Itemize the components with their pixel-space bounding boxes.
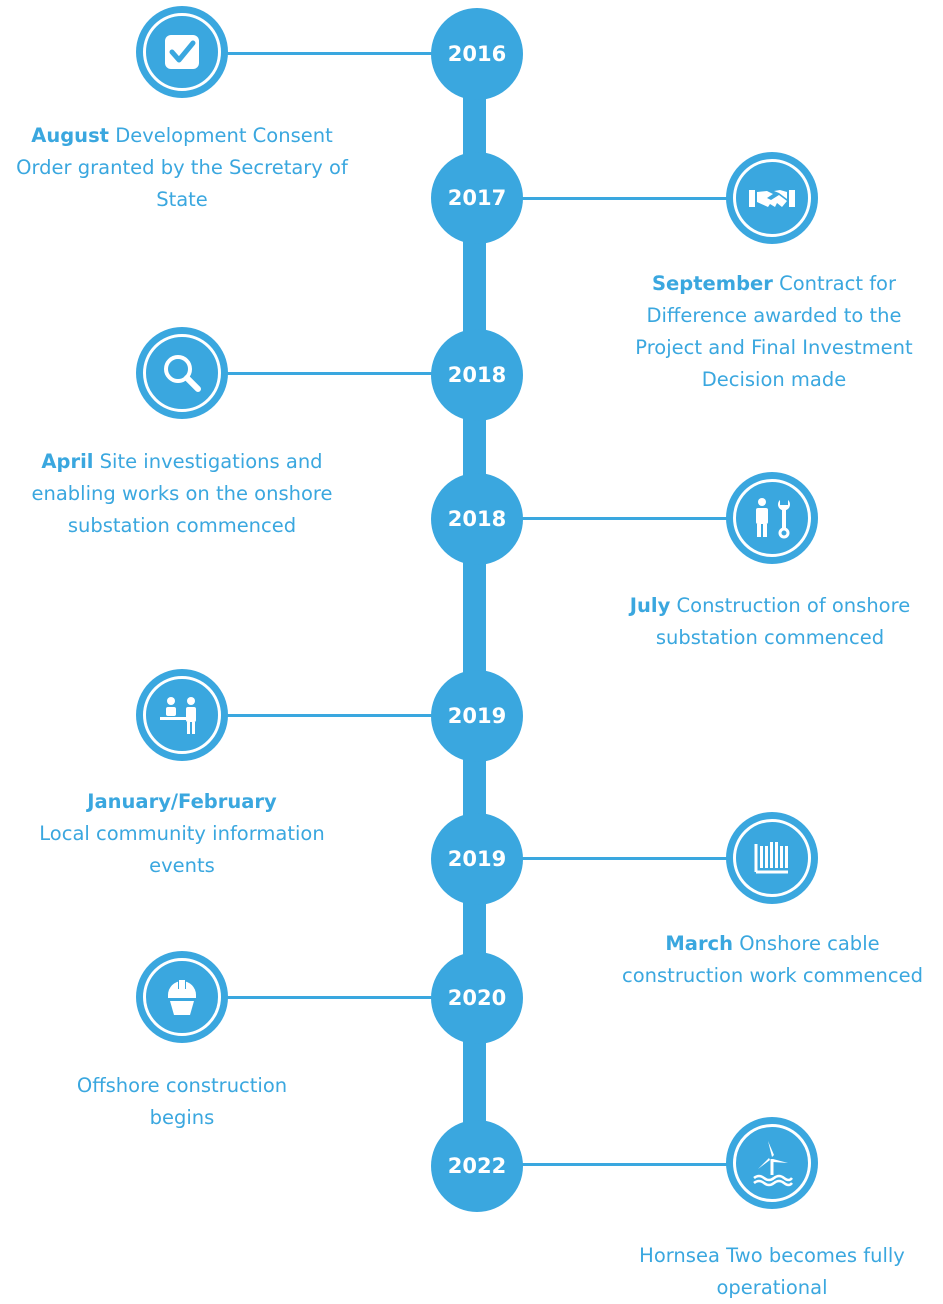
caption-2022: Hornsea Two becomes fully operational <box>622 1240 922 1304</box>
year-circle-2022: 2022 <box>431 1120 523 1212</box>
caption-2017: September Contract for Difference awarde… <box>612 268 936 396</box>
connector-2018a <box>182 372 462 375</box>
caption-2016-text: Development Consent Order granted by the… <box>16 124 348 211</box>
caption-2018-july: July Construction of onshore substation … <box>600 590 940 654</box>
year-circle-2020: 2020 <box>431 952 523 1044</box>
checkbox-icon <box>136 6 228 98</box>
connector-2019a <box>182 714 462 717</box>
connector-2016 <box>182 52 462 55</box>
caption-2019-jan-feb-text: Local community information events <box>39 822 325 877</box>
worker-wrench-icon <box>726 472 818 564</box>
caption-2019-march-month: March <box>665 932 733 955</box>
caption-2020: Offshore construction begins <box>72 1070 292 1134</box>
year-circle-2019-second: 2019 <box>431 813 523 905</box>
connector-2018b <box>486 517 772 520</box>
caption-2016: August Development Consent Order granted… <box>6 120 358 216</box>
caption-2016-month: August <box>31 124 109 147</box>
caption-2018-april: April Site investigations and enabling w… <box>8 446 356 542</box>
connector-2020 <box>182 996 462 999</box>
connector-2019b <box>486 857 772 860</box>
year-circle-2018-second: 2018 <box>431 473 523 565</box>
hard-hat-icon <box>136 951 228 1043</box>
caption-2017-month: September <box>652 272 773 295</box>
caption-2018-july-month: July <box>629 594 671 617</box>
year-circle-2019: 2019 <box>431 670 523 762</box>
caption-2022-text: Hornsea Two becomes fully operational <box>639 1244 905 1299</box>
caption-2019-march: March Onshore cable construction work co… <box>602 928 943 992</box>
caption-2020-text: Offshore construction begins <box>76 1074 288 1129</box>
year-circle-2017: 2017 <box>431 152 523 244</box>
caption-2019-march-text: Onshore cable construction work commence… <box>622 932 923 987</box>
year-circle-2016: 2016 <box>431 8 523 100</box>
connector-2022 <box>486 1163 772 1166</box>
caption-2019-jan-feb-month: January/February <box>87 790 277 813</box>
cable-drum-icon <box>726 812 818 904</box>
year-circle-2018: 2018 <box>431 329 523 421</box>
caption-2018-april-text: Site investigations and enabling works o… <box>31 450 333 537</box>
caption-2018-july-text: Construction of onshore substation comme… <box>655 594 911 649</box>
caption-2017-text: Contract for Difference awarded to the P… <box>635 272 913 391</box>
handshake-icon <box>726 152 818 244</box>
community-meeting-icon <box>136 669 228 761</box>
wind-turbine-icon <box>726 1117 818 1209</box>
caption-2018-april-month: April <box>41 450 94 473</box>
magnifier-icon <box>136 327 228 419</box>
connector-2017 <box>486 197 772 200</box>
